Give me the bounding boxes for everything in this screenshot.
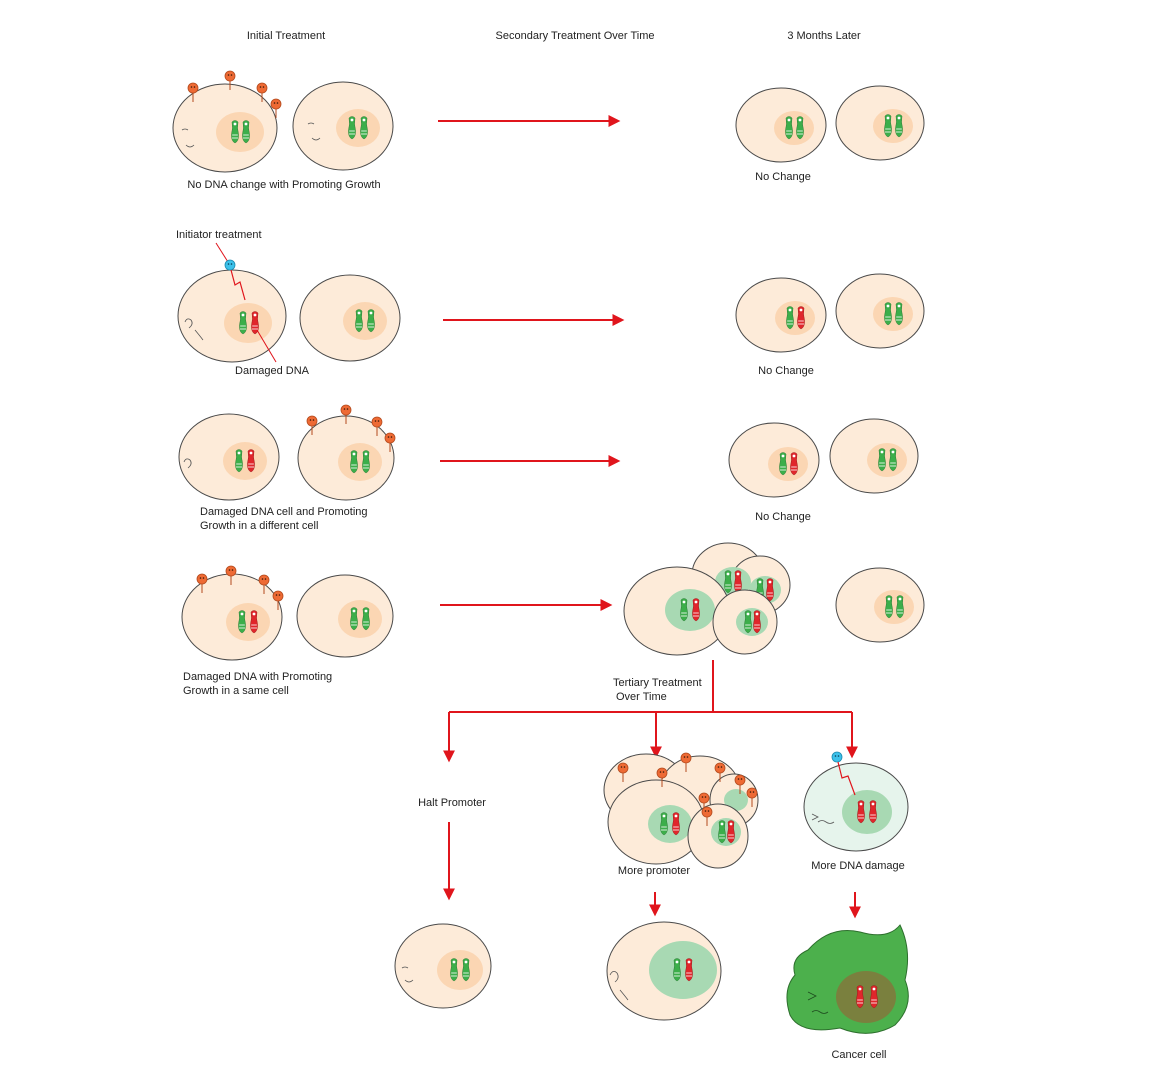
halt-outcome-cell bbox=[394, 923, 492, 1009]
row3-left-caption-line1: Damaged DNA cell and Promoting bbox=[200, 506, 368, 518]
header-initial-treatment: Initial Treatment bbox=[246, 30, 326, 42]
damage-pointer bbox=[256, 329, 277, 363]
cancer-cell-label: Cancer cell bbox=[831, 1049, 887, 1061]
row1-initial-cells bbox=[172, 70, 394, 173]
header-secondary-treatment: Secondary Treatment Over Time bbox=[495, 30, 655, 42]
row3-later-cells bbox=[728, 418, 919, 498]
halt-promoter-label: Halt Promoter bbox=[418, 797, 486, 809]
initiator-pointer bbox=[215, 242, 229, 263]
row2-later-cells bbox=[735, 273, 925, 353]
row3-initial-cells bbox=[178, 404, 396, 501]
row2-initial-cells bbox=[177, 259, 401, 363]
tertiary-caption-line1: Tertiary Treatment bbox=[613, 677, 702, 689]
row1-later-cells bbox=[735, 85, 925, 163]
more-promoter-cluster bbox=[603, 752, 759, 869]
more-promoter-label: More promoter bbox=[617, 865, 691, 877]
row1-left-caption: No DNA change with Promoting Growth bbox=[187, 179, 381, 191]
branch-arrows bbox=[443, 660, 861, 919]
cancer-cell bbox=[786, 924, 909, 1034]
promoter-outcome-cell bbox=[606, 921, 722, 1021]
row4-later-cell bbox=[835, 567, 925, 643]
row2-right-caption: No Change bbox=[758, 365, 814, 377]
row3-left-caption-line2: Growth in a different cell bbox=[200, 520, 319, 532]
row3-right-caption: No Change bbox=[755, 511, 811, 523]
more-dna-damage-cell bbox=[803, 751, 909, 852]
row4-initial-cells bbox=[181, 565, 394, 661]
initiator-treatment-label: Initiator treatment bbox=[176, 229, 262, 241]
row4-left-caption-line1: Damaged DNA with Promoting bbox=[183, 671, 333, 683]
tertiary-caption-line2: Over Time bbox=[616, 691, 667, 703]
header-3-months-later: 3 Months Later bbox=[787, 30, 861, 42]
damaged-dna-label: Damaged DNA bbox=[235, 365, 309, 377]
row4-left-caption-line2: Growth in a same cell bbox=[183, 685, 289, 697]
row4-proliferating-cluster bbox=[623, 542, 791, 656]
row1-right-caption: No Change bbox=[755, 171, 811, 183]
more-dna-damage-label: More DNA damage bbox=[811, 860, 905, 872]
